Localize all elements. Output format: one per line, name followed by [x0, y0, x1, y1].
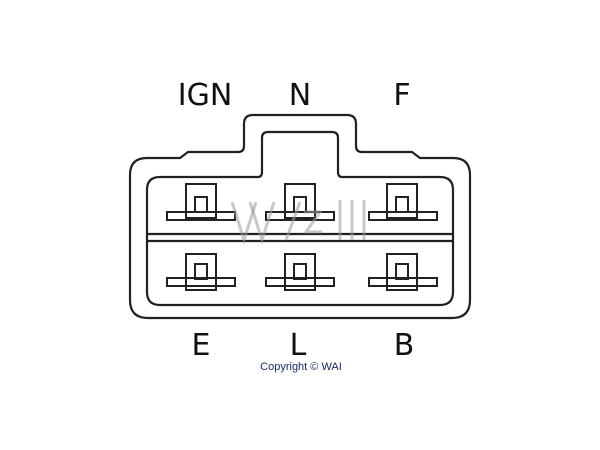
terminal-n [265, 183, 335, 221]
pin-label-n: N [289, 78, 311, 113]
pin-label-f: F [393, 78, 410, 113]
terminal-b [368, 253, 438, 291]
pin-label-ign: IGN [178, 78, 233, 113]
copyright-notice: Copyright © WAI [260, 361, 342, 373]
terminal-l [265, 253, 335, 291]
pin-label-b: B [394, 328, 415, 363]
terminal-e [166, 253, 236, 291]
terminal-ign [166, 183, 236, 221]
terminal-f [368, 183, 438, 221]
pin-label-l: L [290, 328, 307, 363]
connector-shell-outer [128, 113, 472, 320]
connector-shell-inner [145, 130, 455, 307]
pin-label-e: E [192, 328, 211, 363]
wai-watermark-logo [230, 200, 366, 245]
